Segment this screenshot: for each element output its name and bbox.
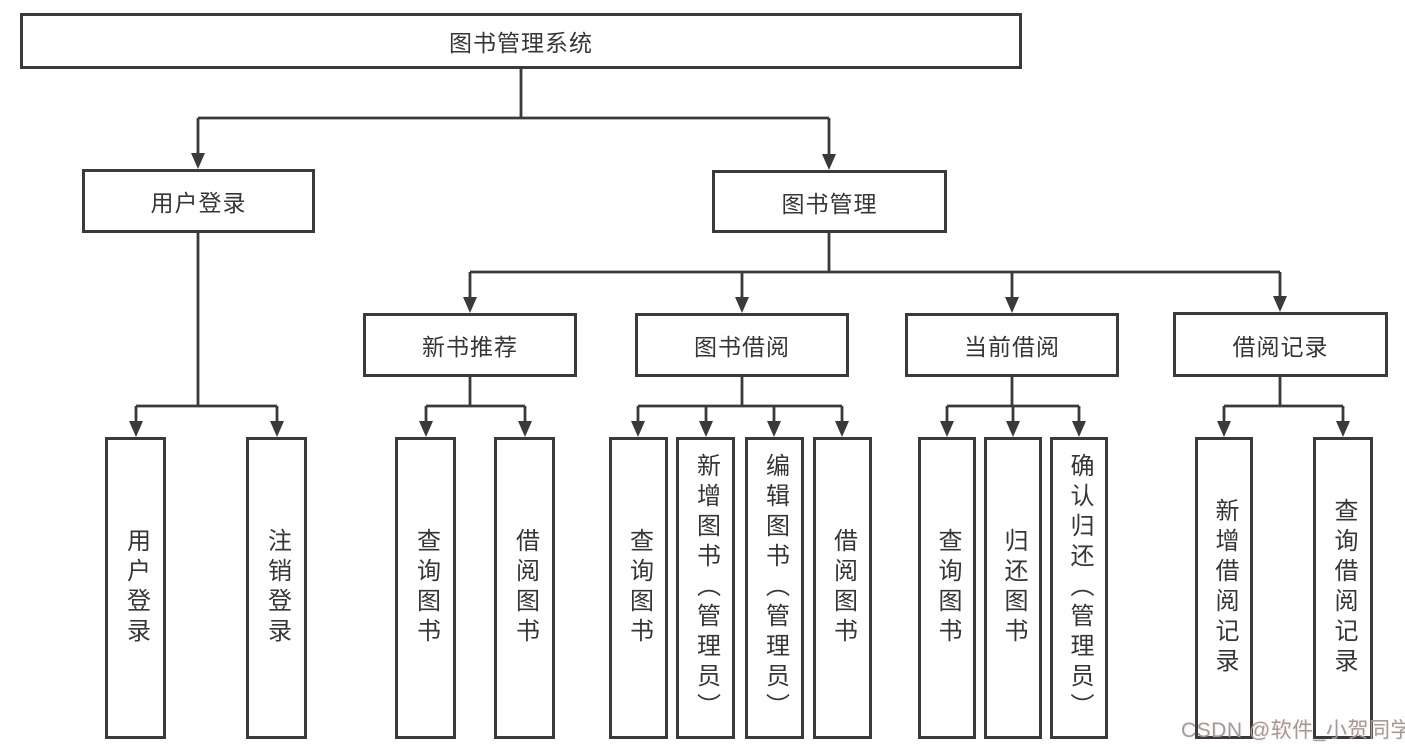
arrow-head-icon bbox=[940, 421, 954, 437]
node-root: 图书管理系统 bbox=[20, 13, 1022, 69]
node-current-borrowing-label: 当前借阅 bbox=[964, 334, 1060, 360]
arrow-head-icon bbox=[463, 297, 477, 313]
arrow-head-icon bbox=[191, 153, 205, 169]
arrow-head-icon bbox=[419, 421, 433, 437]
arrow-head-icon bbox=[1005, 297, 1019, 313]
csdn-watermark: CSDN @软件_小贺同学 bbox=[1181, 719, 1405, 742]
arrow-head-icon bbox=[767, 421, 781, 437]
node-user-login: 用户登录 bbox=[82, 169, 315, 233]
leaf-logout: 注销登录 bbox=[246, 437, 307, 739]
node-book-borrowing-label: 图书借阅 bbox=[694, 334, 790, 360]
arrow-head-icon bbox=[631, 421, 645, 437]
arrow-head-icon bbox=[835, 421, 849, 437]
leaf-query-books-2: 查询图书 bbox=[609, 437, 668, 739]
leaf-edit-books-admin: 编辑图书（管理员） bbox=[745, 437, 804, 739]
arrow-head-icon bbox=[270, 421, 284, 437]
leaf-add-books-admin: 新增图书（管理员） bbox=[676, 437, 735, 739]
leaf-user-login: 用户登录 bbox=[105, 437, 166, 739]
leaf-return-books: 归还图书 bbox=[984, 437, 1042, 739]
node-root-label: 图书管理系统 bbox=[449, 30, 593, 56]
arrow-head-icon bbox=[129, 421, 143, 437]
node-book-management: 图书管理 bbox=[712, 170, 947, 233]
arrow-head-icon bbox=[735, 297, 749, 313]
arrow-head-icon bbox=[518, 421, 532, 437]
arrow-head-icon bbox=[699, 421, 713, 437]
leaf-add-borrow-record: 新增借阅记录 bbox=[1195, 437, 1253, 739]
leaf-query-books-3: 查询图书 bbox=[918, 437, 976, 739]
node-user-login-label: 用户登录 bbox=[150, 190, 247, 216]
arrow-head-icon bbox=[1336, 421, 1350, 437]
arrow-head-icon bbox=[822, 154, 836, 170]
arrow-head-icon bbox=[1273, 296, 1287, 312]
node-book-management-label: 图书管理 bbox=[781, 190, 878, 217]
node-current-borrowing: 当前借阅 bbox=[905, 313, 1119, 377]
leaf-query-borrow-record: 查询借阅记录 bbox=[1313, 437, 1373, 739]
node-new-book-recommend-label: 新书推荐 bbox=[422, 334, 518, 360]
leaf-borrow-books-1: 借阅图书 bbox=[494, 437, 555, 739]
leaf-query-books-1: 查询图书 bbox=[395, 437, 456, 739]
node-book-borrowing: 图书借阅 bbox=[635, 313, 849, 377]
leaf-borrow-books-2: 借阅图书 bbox=[813, 437, 872, 739]
arrow-head-icon bbox=[1072, 421, 1086, 437]
node-borrow-records-label: 借阅记录 bbox=[1232, 333, 1329, 360]
arrow-head-icon bbox=[1217, 421, 1231, 437]
node-new-book-recommend: 新书推荐 bbox=[363, 313, 577, 377]
leaf-confirm-return-admin: 确认归还（管理员） bbox=[1050, 437, 1108, 739]
arrow-head-icon bbox=[1006, 421, 1020, 437]
node-borrow-records: 借阅记录 bbox=[1173, 312, 1388, 377]
